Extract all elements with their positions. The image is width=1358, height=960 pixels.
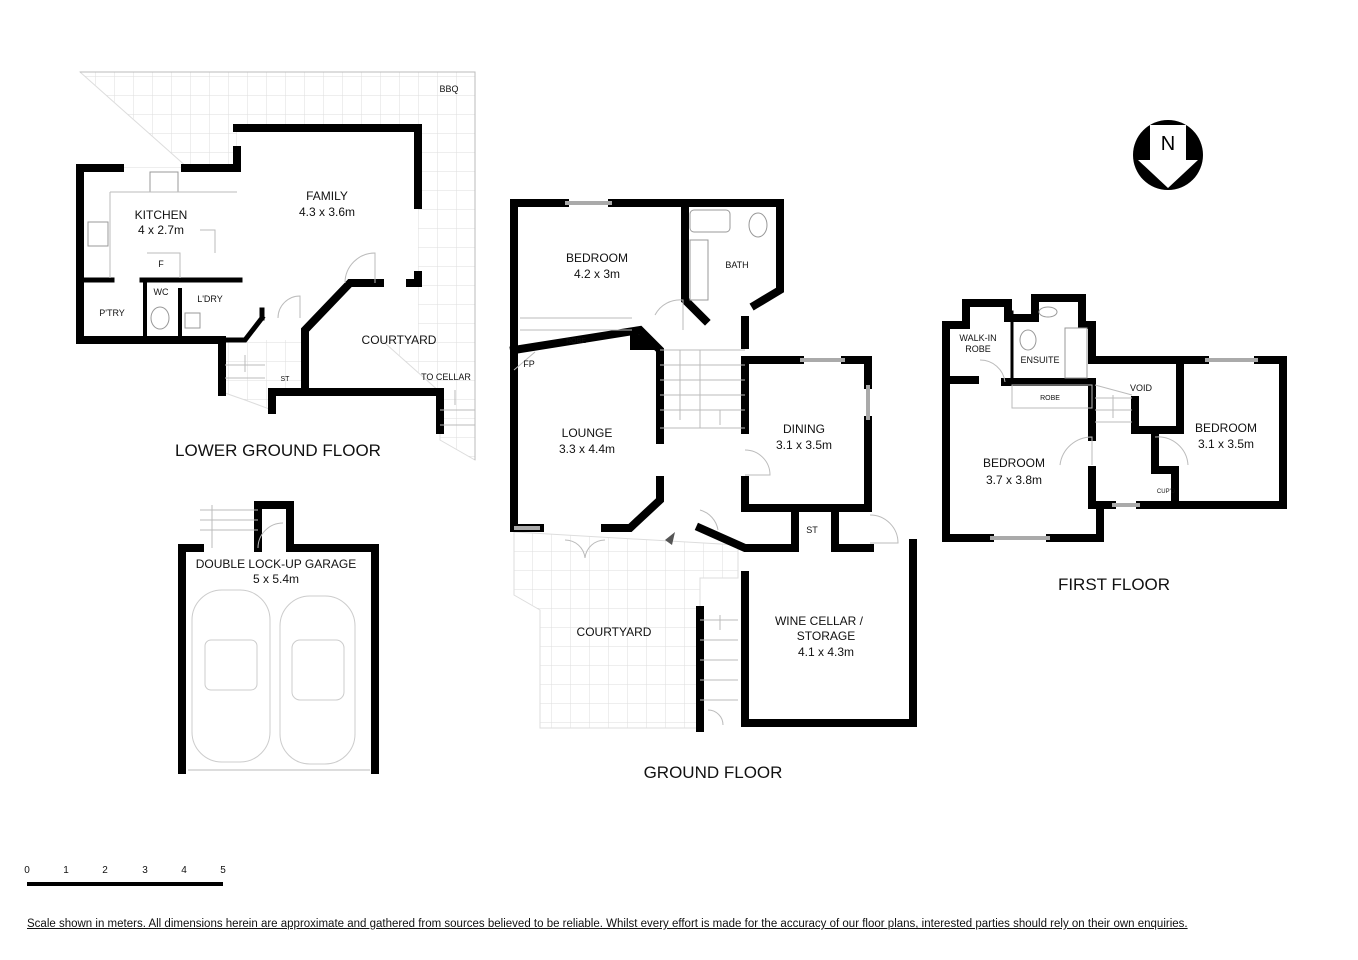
basin-icon: [1038, 306, 1058, 318]
bathtub-icon: [689, 209, 731, 233]
store-label: ST: [806, 525, 818, 535]
north-arrow-icon: N: [1133, 120, 1203, 190]
store-label: ST: [281, 376, 291, 383]
door-icon: [344, 252, 376, 284]
scale-bar: 0 1 2 3 4 5: [24, 865, 226, 886]
bath-label: BATH: [725, 260, 748, 270]
bedroom-size: 4.2 x 3m: [574, 267, 620, 281]
toilet-icon: [1019, 329, 1037, 351]
first-floor-plan: WALK-IN ROBE ENSUITE ROBE VOID BEDROOM 3…: [942, 294, 1287, 594]
first-floor-walls: [942, 294, 1287, 542]
walk-in-robe-label-line2: ROBE: [965, 344, 991, 354]
lower-ground-floor-plan: KITCHEN 4 x 2.7m FAMILY 4.3 x 3.6m COURT…: [76, 71, 476, 461]
dining-label: DINING: [783, 422, 825, 436]
car-icon: [191, 589, 271, 763]
garage-size: 5 x 5.4m: [253, 572, 299, 586]
robe-label: ROBE: [1040, 395, 1060, 402]
lower-ground-floor-title: LOWER GROUND FLOOR: [175, 441, 381, 460]
bedroom1-label: BEDROOM: [983, 456, 1045, 470]
scale-tick-label: 0: [24, 865, 30, 876]
bbq-label: BBQ: [439, 84, 458, 94]
family-label: FAMILY: [306, 189, 348, 203]
entry-arrow-icon: [665, 532, 675, 545]
scale-tick-label: 2: [102, 865, 108, 876]
pantry-label: P'TRY: [99, 308, 125, 318]
robe-label: ROBE: [566, 338, 586, 345]
kitchen-label: KITCHEN: [135, 208, 188, 222]
bedroom-label: BEDROOM: [566, 251, 628, 265]
tub-icon: [184, 312, 201, 329]
cupboard-label: CUP'D: [1157, 489, 1176, 495]
void-label: VOID: [1130, 383, 1153, 393]
toilet-icon: [748, 212, 768, 238]
scale-tick-label: 3: [142, 865, 148, 876]
fridge-label: F: [158, 259, 164, 269]
door-icon: [1059, 436, 1189, 466]
ensuite-label: ENSUITE: [1020, 355, 1059, 365]
stairs-icon: [700, 615, 738, 701]
north-label: N: [1161, 133, 1175, 155]
laundry-label: L'DRY: [197, 294, 223, 304]
scale-tick-label: 4: [181, 865, 187, 876]
lounge-size: 3.3 x 4.4m: [559, 442, 615, 456]
courtyard-label: COURTYARD: [362, 333, 437, 347]
bedroom2-size: 3.1 x 3.5m: [1198, 437, 1254, 451]
robe-outline: [520, 317, 632, 331]
scale-tick-label: 5: [220, 865, 226, 876]
ground-floor-title: GROUND FLOOR: [644, 763, 783, 782]
bedroom1-size: 3.7 x 3.8m: [986, 473, 1042, 487]
kitchen-size: 4 x 2.7m: [138, 223, 184, 237]
stairs-icon: [1094, 384, 1133, 423]
toilet-icon: [150, 306, 170, 330]
courtyard-label: COURTYARD: [577, 625, 652, 639]
shower-icon: [689, 239, 709, 301]
garage-plan: DOUBLE LOCK-UP GARAGE 5 x 5.4m: [178, 501, 379, 774]
scale-tick-label: 1: [63, 865, 69, 876]
disclaimer-text: Scale shown in meters. All dimensions he…: [27, 918, 1188, 930]
bedroom2-label: BEDROOM: [1195, 421, 1257, 435]
ground-floor-plan: BEDROOM 4.2 x 3m BATH ROBE FP LOUNGE 3.3…: [509, 199, 917, 782]
to-cellar-label: TO CELLAR: [421, 372, 471, 382]
garage-walls: [178, 501, 379, 774]
walk-in-robe-label-line1: WALK-IN: [959, 333, 996, 343]
door-icon: [744, 449, 771, 476]
car-icon: [279, 595, 356, 765]
fireplace-label: FP: [523, 359, 535, 369]
stairs-icon: [660, 349, 745, 429]
wine-cellar-label-line1: WINE CELLAR /: [775, 614, 864, 628]
family-size: 4.3 x 3.6m: [299, 205, 355, 219]
cooktop-icon: [87, 221, 109, 247]
stairs-icon: [225, 355, 475, 426]
wine-cellar-label-line2: STORAGE: [797, 629, 855, 643]
wine-cellar-size: 4.1 x 4.3m: [798, 645, 854, 659]
garage-label: DOUBLE LOCK-UP GARAGE: [196, 557, 357, 571]
sink-icon: [149, 171, 179, 193]
dining-size: 3.1 x 3.5m: [776, 438, 832, 452]
shower-icon: [1064, 327, 1088, 379]
lower-ground-walls: [76, 124, 444, 434]
robe-outline: [1011, 384, 1093, 409]
first-floor-title: FIRST FLOOR: [1058, 575, 1170, 594]
lounge-label: LOUNGE: [562, 426, 613, 440]
wc-label: WC: [154, 287, 169, 297]
